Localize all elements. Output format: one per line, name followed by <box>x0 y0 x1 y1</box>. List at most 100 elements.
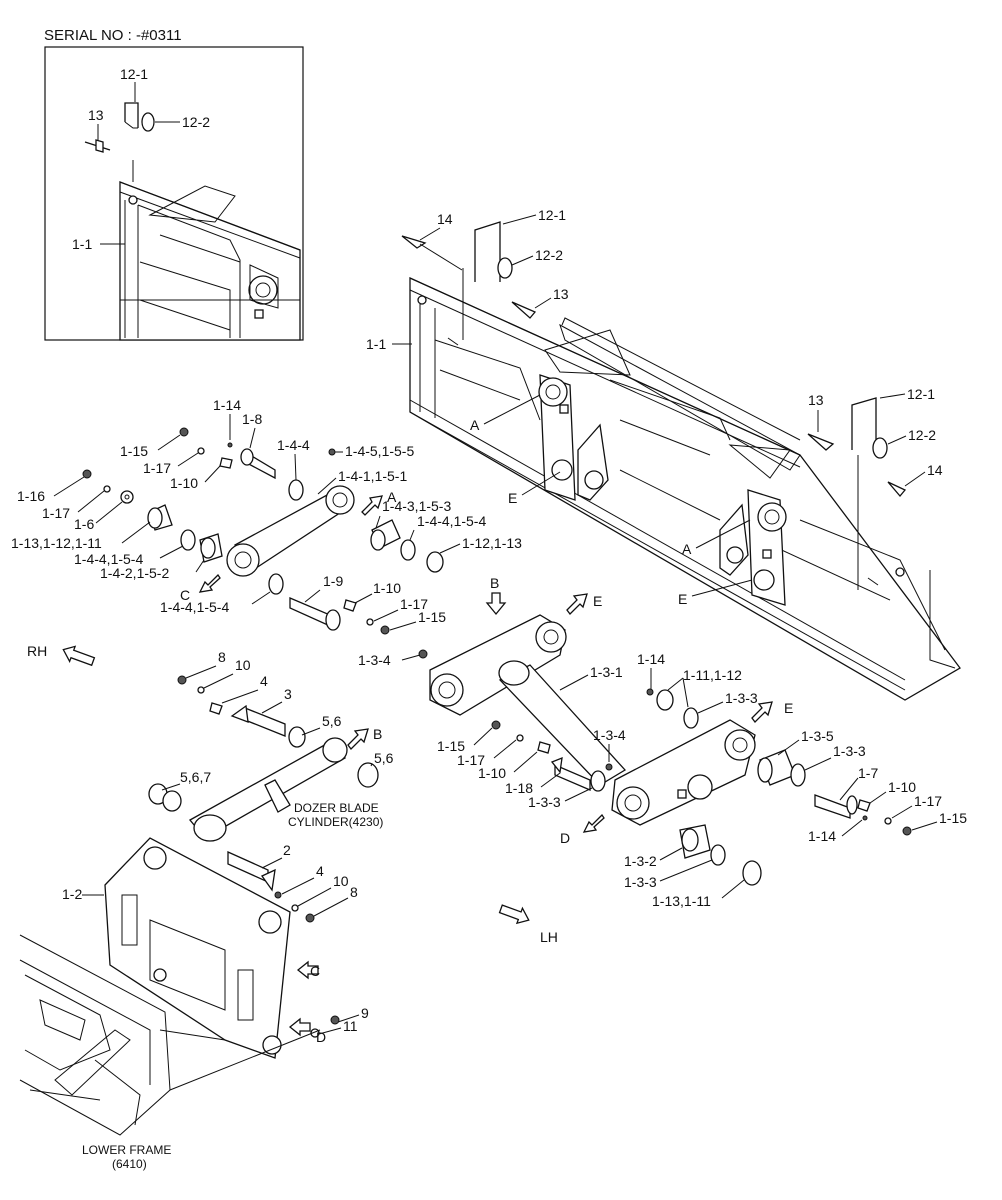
link-1-3-drawing <box>418 614 912 886</box>
ref-1-12-13: 1-12,1-13 <box>462 535 522 551</box>
ref-E-right: E <box>784 700 793 716</box>
arrow-B-lower-icon <box>347 728 369 750</box>
ref-13-inset: 13 <box>88 107 104 123</box>
ref-1-4-4-bottom: 1-4-4,1-5-4 <box>160 599 229 615</box>
dozer-blade-drawing <box>409 221 961 701</box>
ref-1-15-right: 1-15 <box>939 810 967 826</box>
lh-label: LH <box>540 929 558 945</box>
lower-frame-line1: LOWER FRAME <box>82 1143 171 1157</box>
ref-1-10-upper: 1-10 <box>170 475 198 491</box>
ref-8-bottom: 8 <box>350 884 358 900</box>
ref-1-4-4-right: 1-4-4,1-5-4 <box>417 513 486 529</box>
ref-1-4-4-left: 1-4-4,1-5-4 <box>74 551 143 567</box>
wingbolt-14-top-icon <box>401 235 463 271</box>
ref-D-lower: D <box>316 1029 326 1045</box>
ref-1-3-4-left: 1-3-4 <box>358 652 391 668</box>
ref-1-14-right: 1-14 <box>808 828 836 844</box>
arrow-A-upper-icon <box>361 495 383 516</box>
ref-1-1-main: 1-1 <box>366 336 386 352</box>
ref-8-top: 8 <box>218 649 226 665</box>
ref-5-6-7: 5,6,7 <box>180 769 211 785</box>
ref-14-right: 14 <box>927 462 943 478</box>
rh-direction-arrow-icon <box>62 645 96 667</box>
ref-1-3-5: 1-3-5 <box>801 728 834 744</box>
cylinder-and-bracket-drawing <box>104 675 379 1059</box>
ref-1-4-2: 1-4-2,1-5-2 <box>100 565 169 581</box>
arrow-B-down-icon <box>485 592 507 616</box>
ref-2: 2 <box>283 842 291 858</box>
ref-C-lower: C <box>310 963 320 979</box>
arrow-D-link-icon <box>582 813 605 833</box>
ref-10-top: 10 <box>235 657 251 673</box>
arrow-C-lower-icon <box>296 960 319 980</box>
dozer-blade-cylinder-line1: DOZER BLADE <box>294 801 379 815</box>
ref-3: 3 <box>284 686 292 702</box>
ref-1-10-right: 1-10 <box>888 779 916 795</box>
rh-label: RH <box>27 643 47 659</box>
ref-5-6-right: 5,6 <box>374 750 394 766</box>
ref-E-upper: E <box>508 490 517 506</box>
ref-1-17-upper: 1-17 <box>143 460 171 476</box>
ref-1-17-mid: 1-17 <box>400 596 428 612</box>
ref-12-1-inset: 12-1 <box>120 66 148 82</box>
ref-A-upper: A <box>470 417 480 433</box>
ref-1-8: 1-8 <box>242 411 262 427</box>
ref-1-4-1: 1-4-1,1-5-1 <box>338 468 407 484</box>
ref-12-1-right: 12-1 <box>907 386 935 402</box>
ref-B-top: B <box>490 575 499 591</box>
ref-1-3-1: 1-3-1 <box>590 664 623 680</box>
ref-1-3-4-mid: 1-3-4 <box>593 727 626 743</box>
dozer-blade-cylinder-line2: CYLINDER(4230) <box>288 815 383 829</box>
ref-1-1-inset: 1-1 <box>72 236 92 252</box>
ref-1-14-mid: 1-14 <box>637 651 665 667</box>
link-arm-1-4-drawing <box>82 427 444 635</box>
ref-1-18: 1-18 <box>505 780 533 796</box>
ref-1-11-12: 1-11,1-12 <box>683 667 742 683</box>
ref-1-3-3-bottom: 1-3-3 <box>624 874 657 890</box>
ref-A-link: A <box>387 489 397 505</box>
wingbolt-13-right-icon <box>807 433 835 451</box>
wingbolt-13-top-icon <box>511 301 537 319</box>
ref-1-15-upper: 1-15 <box>120 443 148 459</box>
ref-1-17-right: 1-17 <box>914 793 942 809</box>
lower-frame-line2: (6410) <box>112 1157 147 1171</box>
ref-1-10-link: 1-10 <box>478 765 506 781</box>
ref-13-top: 13 <box>553 286 569 302</box>
ref-14-top: 14 <box>437 211 453 227</box>
ref-1-13-11: 1-13,1-11 <box>652 893 711 909</box>
ref-13-right: 13 <box>808 392 824 408</box>
arrow-C-upper-icon <box>198 573 221 593</box>
ref-1-3-3-top: 1-3-3 <box>725 690 758 706</box>
ref-12-1-top: 12-1 <box>538 207 566 223</box>
ref-E-link-top: E <box>593 593 602 609</box>
ref-1-14-upper: 1-14 <box>213 397 241 413</box>
ref-5-6-upper: 5,6 <box>322 713 342 729</box>
serial-number-label: SERIAL NO : -#0311 <box>44 27 182 44</box>
ref-12-2-right: 12-2 <box>908 427 936 443</box>
ref-4-top: 4 <box>260 673 268 689</box>
ref-D-link: D <box>560 830 570 846</box>
ref-1-7: 1-7 <box>858 765 878 781</box>
inset-pin-12-1-icon <box>124 102 155 132</box>
ref-1-4-4-top: 1-4-4 <box>277 437 310 453</box>
ref-12-2-top: 12-2 <box>535 247 563 263</box>
ref-1-15-link: 1-15 <box>437 738 465 754</box>
ref-1-10-mid: 1-10 <box>373 580 401 596</box>
ref-A-lower: A <box>682 541 692 557</box>
ref-1-3-2: 1-3-2 <box>624 853 657 869</box>
ref-1-16: 1-16 <box>17 488 45 504</box>
ref-1-9: 1-9 <box>323 573 343 589</box>
inset-wingbolt-13-icon <box>84 139 111 153</box>
lh-direction-arrow-icon <box>498 904 530 925</box>
wingbolt-14-right-icon <box>887 481 907 498</box>
ref-4-bottom: 4 <box>316 863 324 879</box>
arrow-D-lower-icon <box>288 1017 311 1037</box>
ref-1-4-3: 1-4-3,1-5-3 <box>382 498 451 514</box>
lower-frame-drawing <box>19 934 321 1136</box>
ref-12-2-inset: 12-2 <box>182 114 210 130</box>
ref-1-13-12-11: 1-13,1-12,1-11 <box>11 535 102 551</box>
arrow-E-link-icon <box>566 593 588 615</box>
ref-1-17-link: 1-17 <box>457 752 485 768</box>
ref-C-link: C <box>180 587 190 603</box>
